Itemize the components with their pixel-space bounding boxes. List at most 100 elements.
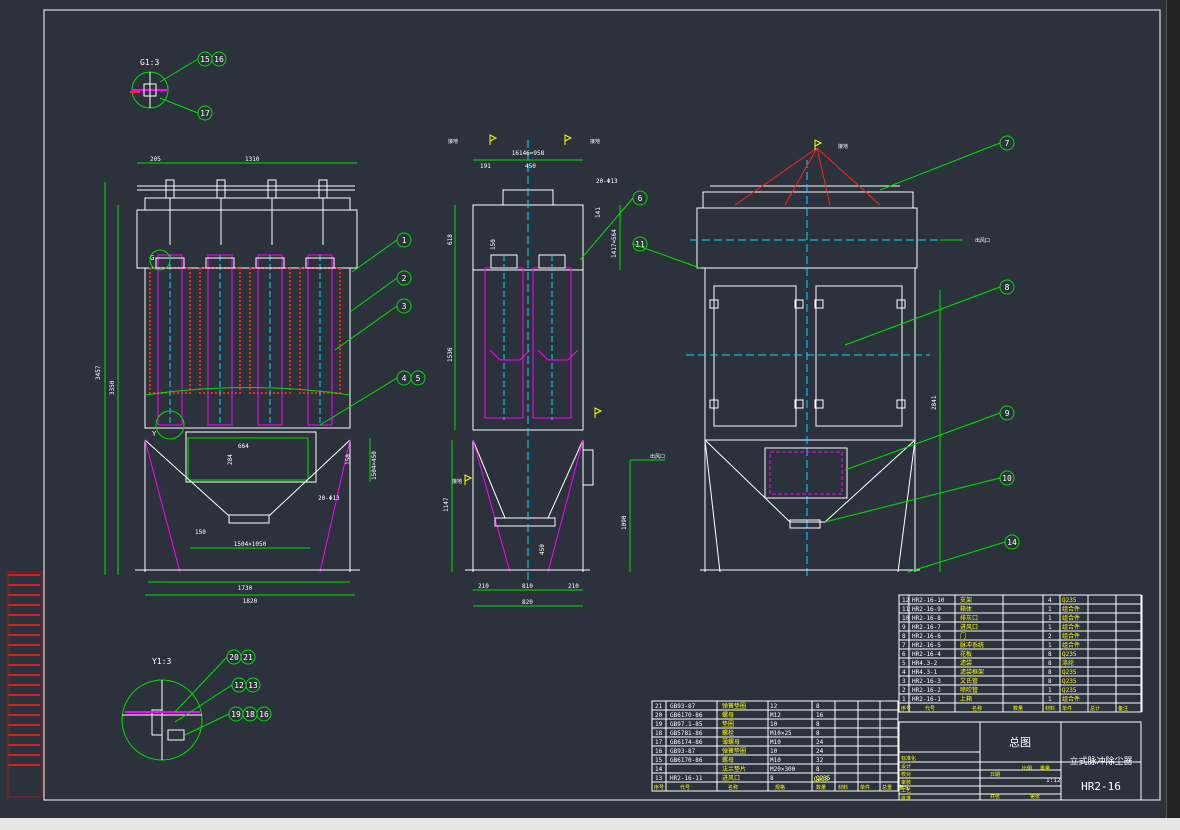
dim-text: 191 xyxy=(480,163,491,170)
dim-text: 20-Φ13 xyxy=(596,178,618,185)
bom-cell: 19 xyxy=(655,721,663,728)
dim-text: 450 xyxy=(539,544,546,555)
leader-line xyxy=(334,305,398,351)
bom-cell: 涤纶 xyxy=(1062,659,1074,667)
bom-header: 数量 xyxy=(1013,705,1023,712)
bom-cell: 10 xyxy=(902,615,910,622)
front-valve xyxy=(165,179,175,199)
rear-inlet xyxy=(764,447,848,499)
bom-cell: 12 xyxy=(770,703,778,710)
bom-cell: HR2-16-6 xyxy=(912,633,941,640)
scale-text: 1:12 xyxy=(1046,777,1061,784)
bom-cell: HR2-16-10 xyxy=(912,597,945,604)
callout-number: 1 xyxy=(402,236,407,245)
bom-cell: 1 xyxy=(1048,687,1052,694)
callout-number: 2 xyxy=(402,274,407,283)
dim-text: 664 xyxy=(238,443,249,450)
bom-cell: Q235 xyxy=(1062,597,1077,604)
front-inlet-flange xyxy=(187,437,309,481)
title-label: 重量 xyxy=(1040,765,1050,772)
leader-line xyxy=(632,243,701,269)
bom-cell: 7 xyxy=(902,642,906,649)
bom-cell: GB97.1-85 xyxy=(670,721,703,728)
bom-cell: 32 xyxy=(816,757,824,764)
front-outlet xyxy=(228,514,270,524)
bom-cell: 1 xyxy=(1048,615,1052,622)
bom-cell: 门 xyxy=(960,632,966,640)
callout-number: 15 xyxy=(200,55,210,64)
bom-cell: 10 xyxy=(770,721,778,728)
bom-cell: 组合件 xyxy=(1062,695,1080,703)
leader-line xyxy=(174,684,233,723)
door-hinge xyxy=(814,299,824,309)
bom-cell: GB5781-86 xyxy=(670,730,703,737)
bom-cell: Q235 xyxy=(1062,669,1077,676)
bom-cell: 14 xyxy=(655,766,663,773)
dim-text: 1730 xyxy=(238,585,253,592)
bom-cell: 24 xyxy=(816,739,824,746)
bom-header: 材料 xyxy=(838,784,848,791)
status-bar xyxy=(0,818,1180,830)
dim-text: 150 xyxy=(345,454,352,465)
rear-door-right xyxy=(815,285,903,427)
front-venturi xyxy=(205,257,235,269)
vertical-scrollbar[interactable] xyxy=(1166,0,1180,818)
callout-circle xyxy=(211,51,227,67)
rear-top-lid xyxy=(702,191,914,209)
ground-flag-icon xyxy=(814,139,823,150)
bom-cell: 8 xyxy=(770,775,774,782)
door-hinge xyxy=(794,299,804,309)
bom-cell: GB93-87 xyxy=(670,748,696,755)
bom-cell: HR2-16-11 xyxy=(670,775,703,782)
bom-cell: 16 xyxy=(816,712,824,719)
door-hinge xyxy=(814,399,824,409)
bom-cell: Q235 xyxy=(814,776,829,783)
rear-outlet xyxy=(789,519,821,529)
pulse-line xyxy=(734,147,881,206)
bom-cell: 24 xyxy=(816,748,824,755)
rear-inlet-flange xyxy=(769,451,843,495)
front-venturi xyxy=(255,257,285,269)
callout-number: 4 xyxy=(402,374,407,383)
callout-number: 16 xyxy=(214,55,224,64)
note-text: 接地 xyxy=(452,478,462,485)
front-valve xyxy=(216,179,226,199)
bom-cell: 8 xyxy=(816,703,820,710)
dim-text: 150 xyxy=(195,529,206,536)
bom-cell: 弹簧垫圈 xyxy=(722,747,746,755)
bom-cell: 13 xyxy=(655,775,663,782)
dim-text: 1090 xyxy=(621,515,628,530)
bom-cell: GB6170-86 xyxy=(670,712,703,719)
bom-cell: 18 xyxy=(655,730,663,737)
door-hinge xyxy=(896,299,906,309)
door-hinge xyxy=(896,399,906,409)
bom-cell: 薄螺母 xyxy=(722,738,740,746)
bom-cell: 进风口 xyxy=(722,774,740,782)
bom-cell: 排灰口 xyxy=(960,614,978,622)
callout-number: 11 xyxy=(635,240,645,249)
leader-line xyxy=(159,97,199,114)
bom-cell: 6 xyxy=(902,651,906,658)
bom-header: 数量 xyxy=(816,784,826,791)
dim-text: 618 xyxy=(447,234,454,245)
bom-cell: 17 xyxy=(655,739,663,746)
dim-text: 1536 xyxy=(447,347,454,362)
dim-text: 210 xyxy=(568,583,579,590)
bom-cell: Q235 xyxy=(1062,678,1077,685)
bom-cell: HR2-16-4 xyxy=(912,651,941,658)
bom-cell: 8 xyxy=(1048,678,1052,685)
bom-cell: 12 xyxy=(902,597,910,604)
callout-number: 6 xyxy=(638,194,643,203)
detail-marker-circle xyxy=(155,410,185,440)
bom-cell: 8 xyxy=(1048,660,1052,667)
bom-cell: HR2-16-7 xyxy=(912,624,941,631)
callout-number: 14 xyxy=(1007,538,1017,547)
leader-line xyxy=(579,197,634,261)
bom-cell: M20×300 xyxy=(770,766,796,773)
bom-cell: 滤袋 xyxy=(960,659,972,667)
bom-cell: 1 xyxy=(902,696,906,703)
leader-line xyxy=(879,142,1001,191)
dim-text: 284 xyxy=(227,454,234,465)
dim-text: 1147 xyxy=(443,497,450,512)
callout-number: 5 xyxy=(416,374,421,383)
